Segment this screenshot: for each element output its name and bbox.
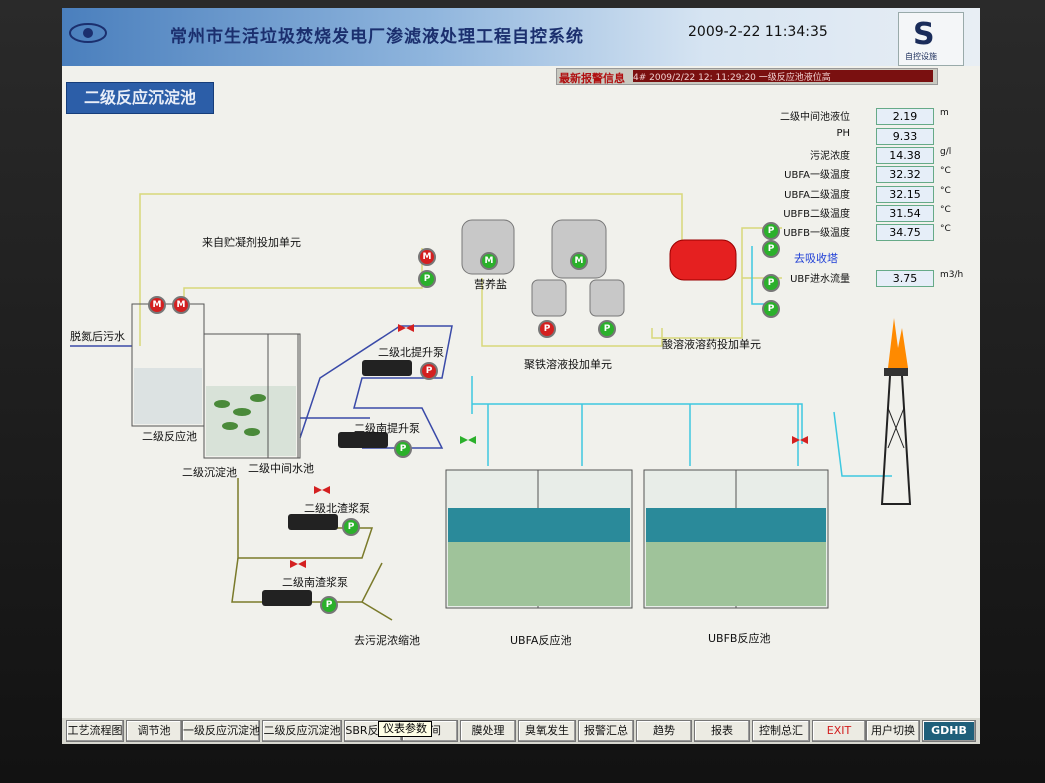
- readout-value[interactable]: 34.75: [876, 224, 934, 241]
- intermediate-tank-label: 二级中间水池: [248, 462, 314, 475]
- readout-unit: °C: [940, 166, 951, 176]
- alarm-bar[interactable]: 最新报警信息 4# 2009/2/22 12: 11:29:20 一级反应池液位…: [556, 68, 938, 85]
- nav-button-exit[interactable]: EXIT: [812, 720, 866, 742]
- sediment-tank-outline: [203, 333, 299, 459]
- reaction-mixer-2-stop-indicator[interactable]: M: [172, 296, 190, 314]
- readout-unit: °C: [940, 186, 951, 196]
- nav-button-gdhb[interactable]: GDHB: [922, 720, 976, 742]
- readout-name: 污泥浓度: [810, 151, 850, 162]
- process-diagram: [70, 193, 912, 621]
- valves: [290, 324, 808, 568]
- south-lift-pump-label: 二级南提升泵: [354, 422, 420, 435]
- readout-value[interactable]: 14.38: [876, 147, 934, 164]
- readout-unit: g/l: [940, 147, 952, 157]
- south-slurry-pump-label: 二级南渣浆泵: [282, 576, 348, 589]
- flow-unit: m3/h: [940, 270, 964, 280]
- alarm-message: 4# 2009/2/22 12: 11:29:20 一级反应池液位高: [633, 70, 933, 82]
- ubfa-reactor: [445, 469, 633, 609]
- scada-screen: 常州市生活垃圾焚烧发电厂渗滤液处理工程自控系统 2009-2-22 11:34:…: [62, 8, 980, 744]
- nav-button-alarm-summary[interactable]: 报警汇总: [578, 720, 634, 742]
- readout-name: PH: [836, 128, 850, 139]
- acid-pump-4-indicator[interactable]: P: [762, 300, 780, 318]
- acid-unit-label: 酸溶液溶药投加单元: [662, 338, 761, 351]
- nav-button-membrane[interactable]: 膜处理: [460, 720, 516, 742]
- nav-button-secondary-sedimentation[interactable]: 二级反应沉淀池: [262, 720, 342, 742]
- nav-button-control-summary[interactable]: 控制总汇: [752, 720, 810, 742]
- readout-value[interactable]: 32.32: [876, 166, 934, 183]
- readout-unit: °C: [940, 205, 951, 215]
- readout-name: UBFA二级温度: [784, 190, 850, 201]
- sediment-tank-label: 二级沉淀池: [182, 466, 237, 479]
- open-valves: [460, 436, 476, 444]
- north-slurry-pump-label: 二级北渣浆泵: [304, 502, 370, 515]
- denitrified-water-label: 脱氮后污水: [70, 330, 125, 343]
- readout-name: UBFA一级温度: [784, 170, 850, 181]
- company-logo-icon: S 自控设施: [898, 12, 964, 66]
- nutrient-mixer-indicator[interactable]: M: [480, 252, 498, 270]
- coagulant-motor-indicator[interactable]: M: [418, 248, 436, 266]
- nav-button-regulating-tank[interactable]: 调节池: [126, 720, 182, 742]
- nutrient-tank: [461, 219, 515, 275]
- nav-button-trend[interactable]: 趋势: [636, 720, 692, 742]
- readout-name: UBFB一级温度: [783, 228, 850, 239]
- plant-fill: [214, 394, 266, 436]
- nav-button-switch-user[interactable]: 用户切换: [866, 720, 920, 742]
- water-pipes: [70, 325, 453, 449]
- acid-pump-1-indicator[interactable]: P: [762, 222, 780, 240]
- distribution-pipes: [471, 246, 892, 477]
- acid-tank: [669, 239, 737, 281]
- flow-name: UBF进水流量: [790, 274, 850, 285]
- ferrous-unit-label: 聚铁溶液投加单元: [524, 358, 612, 371]
- readout-value[interactable]: 9.33: [876, 128, 934, 145]
- flow-value[interactable]: 3.75: [876, 270, 934, 287]
- ferrous-tank: [531, 219, 625, 317]
- nutrient-salt-label: 营养盐: [474, 278, 507, 291]
- to-sludge-label: 去污泥浓缩池: [354, 634, 420, 647]
- nav-button-primary-sedimentation[interactable]: 一级反应沉淀池: [182, 720, 260, 742]
- nav-button-report[interactable]: 报表: [694, 720, 750, 742]
- logo-text: 自控设施: [905, 52, 937, 61]
- readout-value[interactable]: 31.54: [876, 205, 934, 222]
- eye-logo-icon: [69, 23, 107, 43]
- datetime-display: 2009-2-22 11:34:35: [688, 24, 828, 40]
- alarm-label: 最新报警信息: [559, 72, 625, 85]
- readout-name: UBFB二级温度: [783, 209, 850, 220]
- ubfa-label: UBFA反应池: [510, 634, 572, 647]
- coagulant-unit-label: 来自贮凝剂投加单元: [202, 236, 301, 249]
- ubfb-reactor: [643, 469, 829, 609]
- north-lift-pump-indicator[interactable]: P: [420, 362, 438, 380]
- readout-value[interactable]: 2.19: [876, 108, 934, 125]
- system-title: 常州市生活垃圾焚烧发电厂渗滤液处理工程自控系统: [170, 27, 584, 47]
- north-lift-pump-label: 二级北提升泵: [378, 346, 444, 359]
- tooltip-instrument-params: 仪表参数: [378, 721, 432, 737]
- reaction-tank-label: 二级反应池: [142, 430, 197, 443]
- acid-pump-2-indicator[interactable]: P: [762, 240, 780, 258]
- to-absorber-label: 去吸收塔: [794, 252, 838, 265]
- header-banner: 常州市生活垃圾焚烧发电厂渗滤液处理工程自控系统 2009-2-22 11:34:…: [62, 8, 980, 66]
- ferrous-pump-1-indicator[interactable]: P: [538, 320, 556, 338]
- readout-name: 二级中间池液位: [780, 112, 850, 123]
- coagulant-pump-indicator[interactable]: P: [418, 270, 436, 288]
- north-slurry-pump-indicator[interactable]: P: [342, 518, 360, 536]
- page-title: 二级反应沉淀池: [66, 82, 214, 114]
- south-slurry-pump-indicator[interactable]: P: [320, 596, 338, 614]
- ferrous-pump-2-indicator[interactable]: P: [598, 320, 616, 338]
- nav-button-process-flow[interactable]: 工艺流程图: [66, 720, 124, 742]
- navigation-bar: 工艺流程图 调节池 一级反应沉淀池 二级反应沉淀池 SBR反应池 中间 膜处理 …: [62, 718, 980, 744]
- readout-unit: °C: [940, 224, 951, 234]
- readout-value[interactable]: 32.15: [876, 186, 934, 203]
- ferrous-mixer-indicator[interactable]: M: [570, 252, 588, 270]
- pumps: [262, 360, 412, 606]
- nav-button-ozone[interactable]: 臭氧发生: [518, 720, 576, 742]
- acid-pump-3-indicator[interactable]: P: [762, 274, 780, 292]
- reaction-mixer-1-stop-indicator[interactable]: M: [148, 296, 166, 314]
- south-lift-pump-indicator[interactable]: P: [394, 440, 412, 458]
- readout-unit: m: [940, 108, 949, 118]
- ubfb-label: UBFB反应池: [708, 632, 771, 645]
- intermediate-tank-outline: [267, 333, 301, 459]
- flare-tower: [880, 318, 912, 505]
